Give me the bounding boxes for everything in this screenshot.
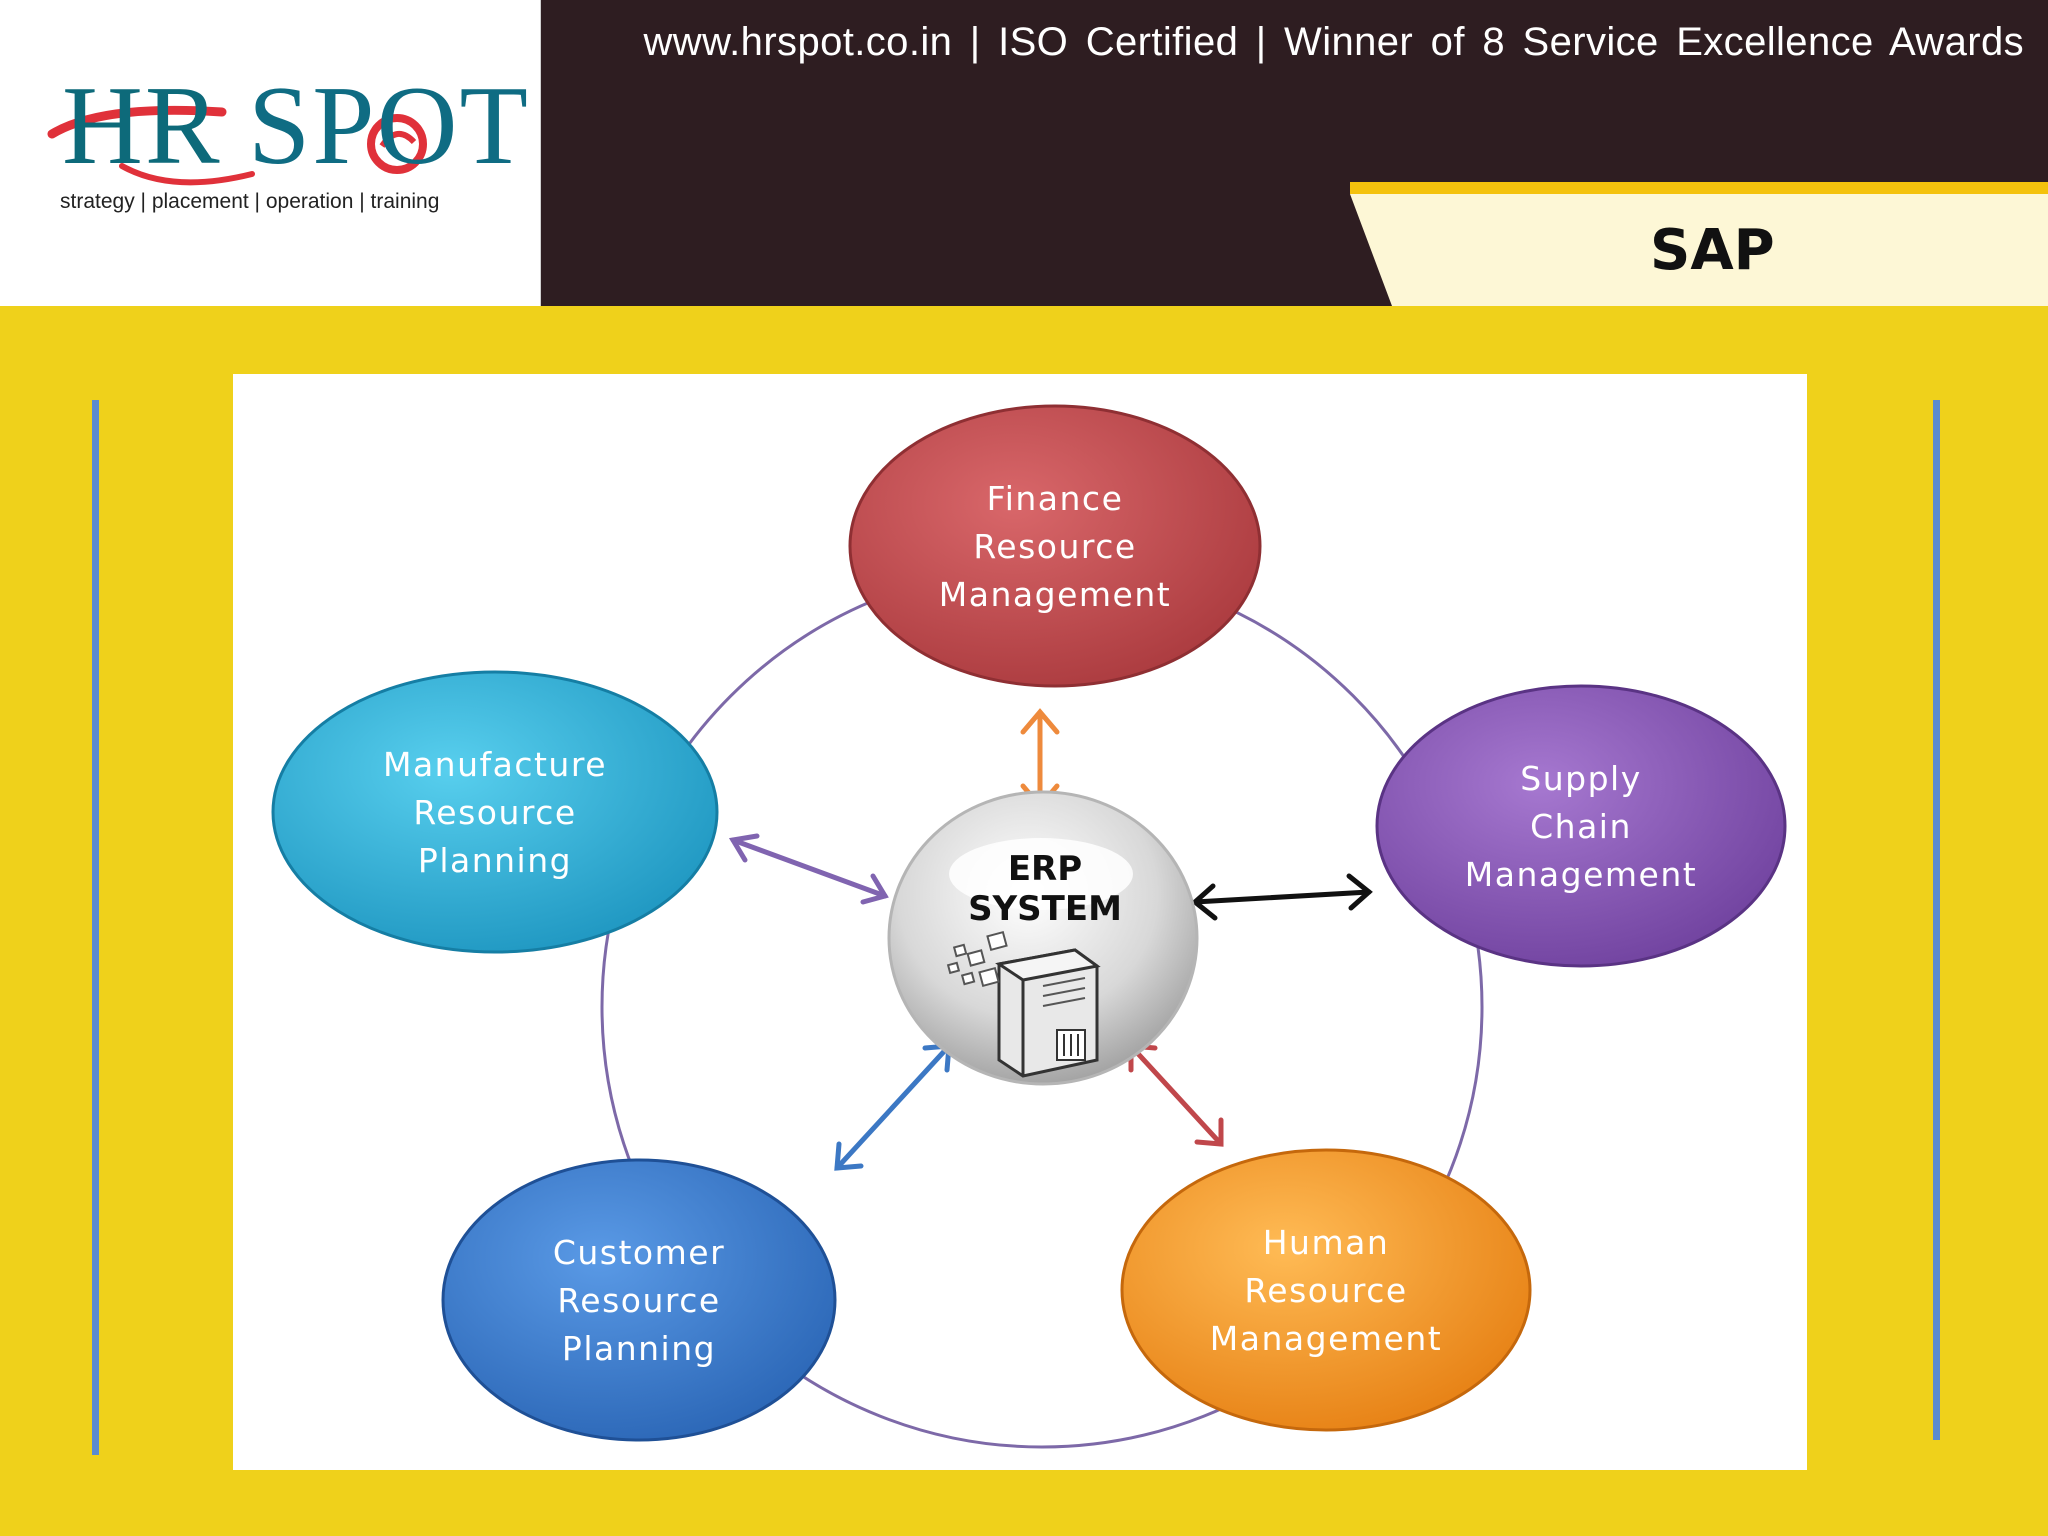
manufacture-line-2: Resource bbox=[413, 793, 576, 832]
logo-word-hr: HR bbox=[62, 64, 222, 188]
customer-line-3: Planning bbox=[562, 1329, 716, 1368]
node-finance-resource-management: Finance Resource Management bbox=[848, 404, 1262, 688]
header-bar: HR SPOT strategy | placement | operation… bbox=[0, 0, 2048, 306]
arrow-customer-resource bbox=[834, 1043, 952, 1171]
finance-line-2: Resource bbox=[973, 527, 1136, 566]
supply-line-3: Management bbox=[1465, 855, 1697, 894]
title-tab bbox=[1350, 182, 2048, 306]
finance-line-3: Management bbox=[939, 575, 1171, 614]
finance-line-1: Finance bbox=[987, 479, 1124, 518]
manufacture-line-1: Manufacture bbox=[383, 745, 607, 784]
human-line-2: Resource bbox=[1244, 1271, 1407, 1310]
data-blocks-icon bbox=[946, 930, 1008, 988]
node-human-resource-management: Human Resource Management bbox=[1120, 1148, 1532, 1432]
human-line-3: Management bbox=[1210, 1319, 1442, 1358]
logo-word-spot: SPOT bbox=[248, 64, 530, 188]
node-manufacture-resource-planning: Manufacture Resource Planning bbox=[271, 670, 719, 954]
server-icon bbox=[995, 948, 1101, 1078]
customer-line-2: Resource bbox=[557, 1281, 720, 1320]
erp-system-hub: ERP SYSTEM bbox=[887, 790, 1199, 1086]
logo-tagline: strategy | placement | operation | train… bbox=[60, 190, 440, 213]
right-accent-bar bbox=[1933, 400, 1940, 1440]
arrow-human-resource bbox=[1128, 1043, 1224, 1147]
logo-panel: HR SPOT strategy | placement | operation… bbox=[0, 0, 541, 306]
human-line-1: Human bbox=[1263, 1223, 1390, 1262]
manufacture-line-3: Planning bbox=[418, 841, 572, 880]
slide-title: SAP bbox=[1650, 218, 1775, 283]
supply-line-2: Chain bbox=[1530, 807, 1632, 846]
erp-diagram: Finance Resource Management Supply Chain… bbox=[271, 404, 1787, 1449]
logo-swoosh bbox=[47, 105, 427, 186]
supply-line-1: Supply bbox=[1520, 759, 1641, 798]
erp-label-line-2: SYSTEM bbox=[968, 889, 1122, 929]
left-accent-bar bbox=[92, 400, 99, 1455]
arrow-manufacture-resource bbox=[728, 833, 889, 905]
erp-label-line-1: ERP bbox=[1008, 849, 1082, 889]
customer-line-1: Customer bbox=[553, 1233, 725, 1272]
node-supply-chain-management: Supply Chain Management bbox=[1375, 684, 1787, 968]
company-info-line: www.hrspot.co.in | ISO Certified | Winne… bbox=[643, 20, 2024, 64]
node-customer-resource-planning: Customer Resource Planning bbox=[441, 1158, 837, 1442]
arrow-supply-chain bbox=[1191, 873, 1373, 921]
